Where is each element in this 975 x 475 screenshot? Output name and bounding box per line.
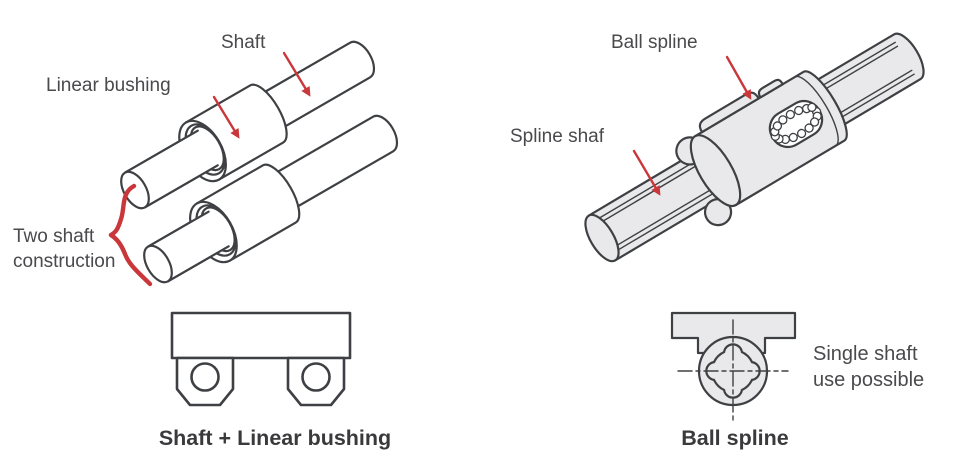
spline-shaft-arrow-icon	[632, 149, 661, 196]
shaft-bushing-assembly-lower	[143, 114, 399, 284]
ball-spline-assembly	[584, 32, 925, 263]
shaft-arrow-icon	[282, 51, 311, 97]
ball-spline-arrow-icon	[725, 55, 752, 100]
recirculating-balls	[770, 102, 822, 145]
cross-section-ball-spline	[670, 311, 797, 421]
two-shaft-brace	[108, 183, 137, 238]
spline-shaft-label: Spline shaf	[510, 126, 605, 147]
cross-section-linear-bushing	[170, 311, 352, 407]
single-shaft-line-1: Single shaft	[813, 343, 918, 365]
spline-bore-profile	[705, 343, 761, 399]
left-caption: Shaft + Linear bushing	[158, 426, 392, 450]
linear-bushing-label: Linear bushing	[46, 75, 171, 96]
spline-nut-key-2	[757, 78, 784, 99]
linear-bushing-arrow-icon	[212, 95, 240, 139]
two-shaft-line-1: Two shaft	[13, 226, 95, 247]
two-shaft-line-2: construction	[13, 251, 116, 272]
two-shaft-brace-lower	[108, 232, 153, 287]
shaft-label: Shaft	[221, 32, 266, 53]
single-shaft-note: Single shaft use possible	[813, 341, 924, 393]
ball-spline-label: Ball spline	[611, 32, 698, 53]
single-shaft-line-2: use possible	[813, 369, 925, 391]
right-caption: Ball spline	[681, 426, 789, 450]
two-shaft-construction-label: Two shaft construction	[13, 224, 115, 274]
